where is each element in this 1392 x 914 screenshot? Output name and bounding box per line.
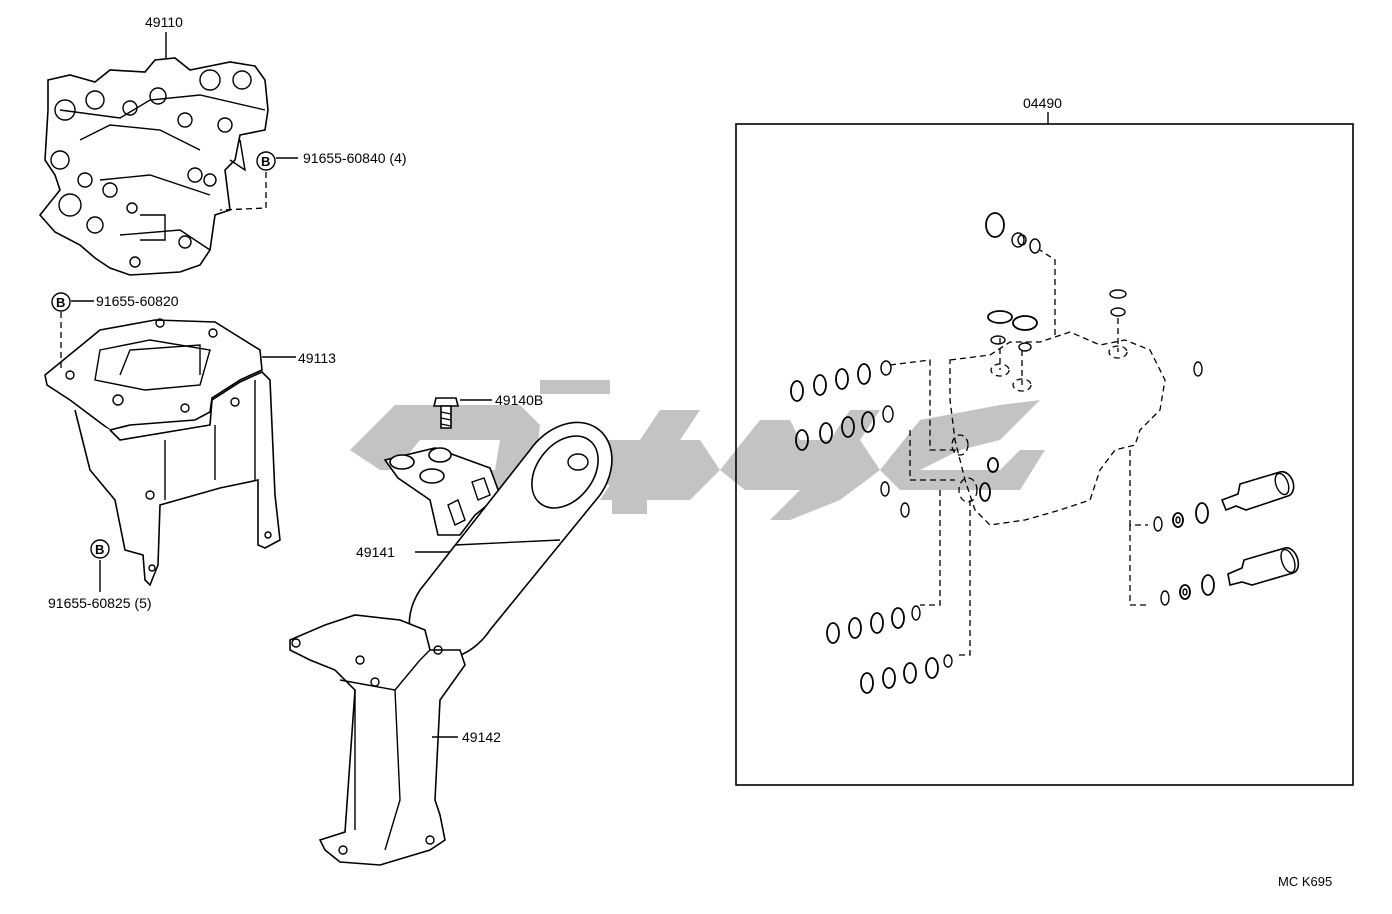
label-91655-60825: 91655-60825 (5) — [48, 595, 152, 611]
bolt-marker-60840: B — [256, 151, 276, 171]
label-49142: 49142 — [462, 729, 501, 745]
label-49140B: 49140B — [495, 392, 543, 408]
check-valve-lower — [1227, 547, 1300, 586]
bolt-marker-60820: B — [51, 292, 71, 312]
o-ring-set — [790, 212, 1215, 694]
bolt-marker-letter: B — [95, 542, 104, 557]
actuator-assembly-49110 — [38, 57, 269, 276]
bolt-49140B — [432, 397, 460, 429]
check-valve-upper — [1220, 470, 1295, 512]
drawing-code: MC K695 — [1278, 874, 1332, 889]
label-49113: 49113 — [298, 350, 336, 366]
label-91655-60840: 91655-60840 (4) — [303, 150, 407, 166]
label-04490: 04490 — [1023, 95, 1062, 111]
repair-kit-box-04490 — [735, 112, 1354, 786]
bracket-49142 — [289, 614, 466, 866]
bracket-49113 — [44, 318, 281, 587]
label-91655-60820: 91655-60820 — [96, 293, 179, 309]
label-49141: 49141 — [356, 544, 395, 560]
accumulator-49141 — [383, 421, 613, 660]
bolt-marker-60825: B — [90, 539, 110, 559]
bolt-marker-letter: B — [261, 154, 270, 169]
bolt-marker-letter: B — [56, 295, 65, 310]
label-49110: 49110 — [145, 14, 183, 30]
